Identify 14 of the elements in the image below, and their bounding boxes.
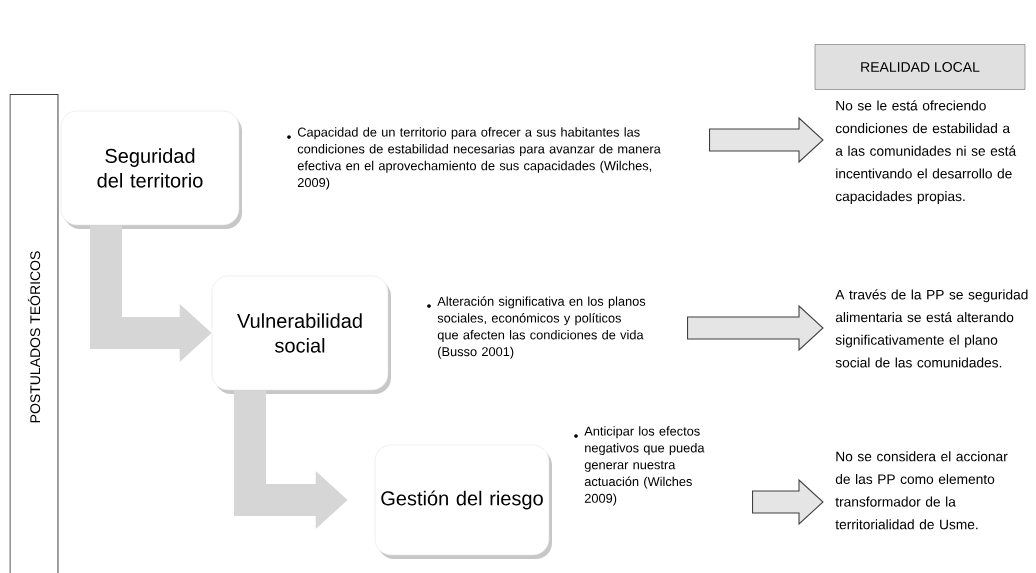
block-arrow — [752, 478, 824, 526]
side-box: POSTULADOS TEÓRICOS — [9, 93, 59, 573]
block-arrow — [687, 304, 824, 352]
header-box: REALIDAD LOCAL — [814, 44, 1026, 90]
concept-box: Seguridad del territorio — [60, 110, 242, 229]
concept-box: Vulnerabilidad social — [211, 275, 391, 394]
finding-text: No se considera el accionar de las PP como elemento transformador de la territorialidad de Usme. — [835, 451, 1008, 530]
concept-box: Gestión del riesgo — [374, 444, 552, 559]
block-arrow — [709, 116, 824, 164]
bullet-text: Anticipar los efectos negativos que pueda generar nuestra actuación (Wilches 2009) — [574, 426, 705, 506]
bullet-text: Alteración significativa en los planos sociales, económicos y políticos que afecten las condiciones de vida (Busso 2001) — [427, 296, 646, 359]
finding-text: No se le está ofreciendo condiciones de estabilidad a a las comunidades ni se está incentivando el desarrollo de capacidades propias. — [835, 100, 1017, 204]
bullet-text: Capacidad de un territorio para ofrecer a sus habitantes las condiciones de estabilidad necesarias para avanzar de manera efectiva en el aprovechamiento de sus capacidades (Wilches, 2009) — [287, 127, 661, 190]
finding-text: A través de la PP se seguridad alimentaria se está alterando significativamente el plano social de las comunidades. — [835, 289, 1028, 368]
